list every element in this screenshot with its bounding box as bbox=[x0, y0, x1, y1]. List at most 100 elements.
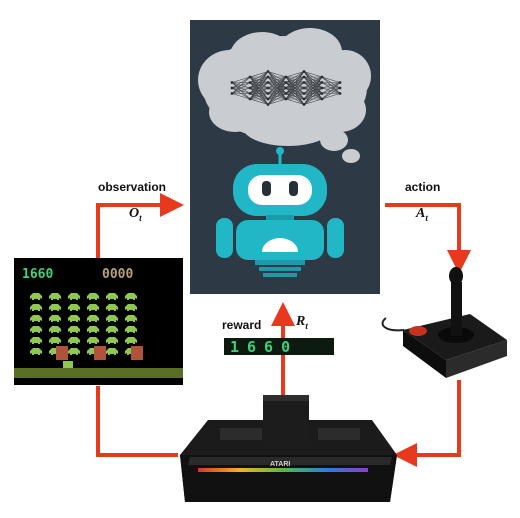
nn-edge bbox=[285, 98, 305, 105]
nn-node bbox=[320, 81, 324, 84]
nn-node bbox=[320, 75, 324, 79]
shield-bunkers bbox=[56, 346, 143, 360]
reward-score: 1660 bbox=[230, 338, 298, 356]
alien-sprite bbox=[106, 348, 118, 355]
alien-sprite bbox=[125, 315, 137, 322]
reward-label: reward bbox=[222, 318, 262, 332]
nn-edge bbox=[303, 87, 323, 105]
nn-node bbox=[284, 92, 288, 95]
nn-node bbox=[302, 97, 306, 101]
nn-node bbox=[248, 92, 252, 95]
nn-node bbox=[266, 97, 270, 101]
nn-edge bbox=[303, 71, 323, 78]
robot-icon bbox=[216, 147, 344, 277]
nn-edge bbox=[249, 82, 269, 100]
nn-node bbox=[248, 97, 252, 101]
nn-node bbox=[230, 86, 234, 90]
nn-node bbox=[302, 103, 306, 106]
alien-sprite bbox=[125, 293, 137, 300]
nn-edge bbox=[249, 93, 269, 100]
alien-sprite bbox=[49, 326, 61, 333]
nn-edge bbox=[231, 82, 251, 94]
console-brand: ATARI bbox=[270, 461, 290, 468]
alien-sprite bbox=[68, 326, 80, 333]
alien-sprite bbox=[87, 326, 99, 333]
alien-sprite bbox=[87, 315, 99, 322]
nn-node bbox=[248, 81, 252, 84]
joystick-to-console-arrow bbox=[393, 380, 461, 467]
nn-edge bbox=[267, 76, 287, 100]
game-score-right: 0000 bbox=[102, 267, 133, 282]
agent-panel bbox=[190, 20, 380, 294]
action-arrow bbox=[385, 203, 471, 274]
nn-node bbox=[266, 70, 270, 73]
observation-symbol: Ot bbox=[129, 206, 142, 223]
nn-node bbox=[338, 81, 342, 84]
nn-edge bbox=[267, 71, 287, 78]
nn-edge bbox=[303, 76, 323, 89]
nn-edge bbox=[321, 82, 341, 94]
nn-node bbox=[266, 92, 270, 95]
nn-node bbox=[266, 75, 270, 79]
nn-node bbox=[302, 70, 306, 73]
nn-edge bbox=[285, 71, 305, 94]
alien-sprite bbox=[125, 326, 137, 333]
nn-node bbox=[320, 97, 324, 101]
alien-sprite bbox=[68, 293, 80, 300]
nn-node bbox=[284, 81, 288, 84]
nn-node bbox=[320, 86, 324, 90]
nn-edge bbox=[285, 76, 305, 100]
nn-node bbox=[302, 81, 306, 84]
console-icon: ATARI bbox=[180, 395, 397, 502]
alien-sprite bbox=[106, 304, 118, 311]
nn-edge bbox=[321, 76, 341, 83]
nn-node bbox=[230, 92, 234, 95]
alien-sprite bbox=[68, 348, 80, 355]
nn-edge bbox=[249, 71, 269, 83]
nn-edge bbox=[267, 76, 287, 94]
nn-edge bbox=[303, 76, 323, 83]
nn-edge bbox=[285, 87, 305, 100]
alien-sprite bbox=[49, 293, 61, 300]
nn-edge bbox=[231, 76, 251, 89]
game-score-left: 1660 bbox=[22, 267, 53, 282]
player-cannon bbox=[63, 361, 73, 368]
nn-edge bbox=[285, 71, 305, 83]
nn-edge bbox=[285, 71, 305, 78]
nn-node bbox=[302, 92, 306, 95]
nn-edge bbox=[303, 76, 323, 94]
nn-edge bbox=[231, 93, 251, 100]
nn-edge bbox=[231, 87, 251, 94]
nn-node bbox=[320, 92, 324, 95]
nn-edge bbox=[303, 98, 323, 105]
alien-sprite bbox=[106, 326, 118, 333]
nn-edge bbox=[267, 76, 287, 89]
alien-sprite bbox=[68, 337, 80, 344]
alien-sprite bbox=[106, 293, 118, 300]
nn-edge bbox=[285, 71, 305, 89]
alien-sprite bbox=[68, 315, 80, 322]
nn-node bbox=[266, 103, 270, 106]
alien-sprite bbox=[87, 293, 99, 300]
alien-sprite bbox=[30, 326, 42, 333]
joystick-icon bbox=[381, 267, 507, 378]
nn-node bbox=[302, 86, 306, 90]
alien-sprite bbox=[30, 293, 42, 300]
nn-edge bbox=[249, 71, 269, 94]
nn-edge bbox=[321, 93, 341, 100]
alien-sprite bbox=[49, 315, 61, 322]
nn-node bbox=[284, 75, 288, 79]
nn-edge bbox=[249, 71, 269, 100]
nn-edge bbox=[321, 87, 341, 100]
alien-sprite bbox=[68, 304, 80, 311]
nn-node bbox=[302, 75, 306, 79]
game-ground bbox=[14, 368, 183, 378]
nn-edge bbox=[267, 87, 287, 105]
action-symbol: At bbox=[416, 206, 428, 223]
nn-edge bbox=[303, 76, 323, 100]
nn-node bbox=[266, 86, 270, 90]
nn-edge bbox=[303, 93, 323, 105]
alien-sprite bbox=[106, 337, 118, 344]
alien-sprite bbox=[87, 337, 99, 344]
